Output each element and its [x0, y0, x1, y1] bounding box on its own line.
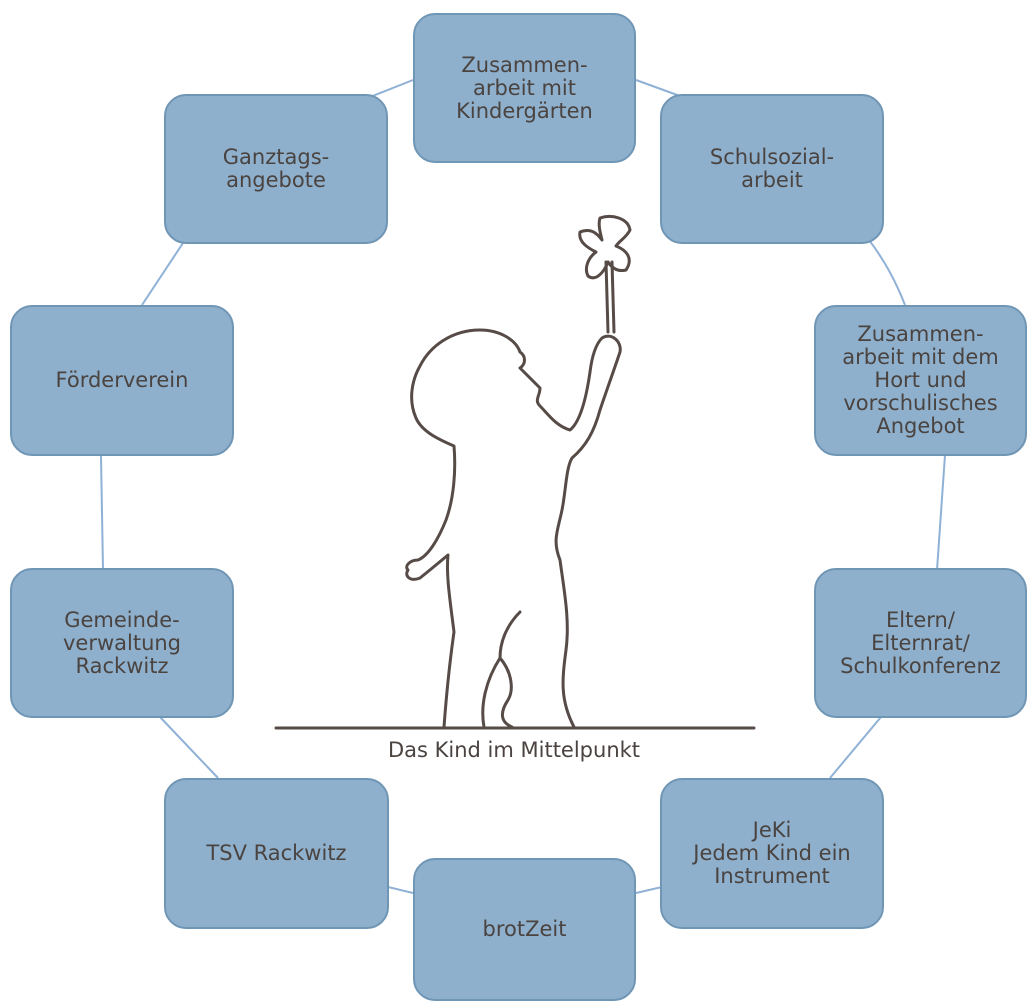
node-hort-label: Zusammen- arbeit mit dem Hort und vorsch… — [842, 322, 999, 438]
center-caption: Das Kind im Mittelpunkt — [387, 738, 641, 762]
node-jeki-label: JeKi Jedem Kind ein Instrument — [693, 818, 851, 888]
node-hort: Zusammen- arbeit mit dem Hort und vorsch… — [814, 305, 1027, 456]
child-with-pinwheel-illustration — [274, 215, 756, 730]
node-foerderverein: Förderverein — [10, 305, 234, 456]
node-brotzeit-label: brotZeit — [482, 917, 567, 941]
node-schulsozialarbeit-label: Schulsozial- arbeit — [709, 145, 835, 192]
node-brotzeit: brotZeit — [413, 858, 636, 1001]
node-gemeinde: Gemeinde- verwaltung Rackwitz — [10, 568, 234, 718]
node-tsv: TSV Rackwitz — [164, 778, 389, 929]
node-eltern-label: Eltern/ Elternrat/ Schulkonferenz — [840, 607, 1001, 678]
node-jeki: JeKi Jedem Kind ein Instrument — [660, 778, 884, 929]
node-kindergarten-label: Zusammen- arbeit mit Kindergärten — [456, 52, 593, 123]
node-tsv-label: TSV Rackwitz — [206, 841, 347, 865]
node-eltern: Eltern/ Elternrat/ Schulkonferenz — [814, 568, 1027, 718]
node-ganztag-label: Ganztags- angebote — [222, 145, 330, 192]
node-kindergarten: Zusammen- arbeit mit Kindergärten — [413, 13, 636, 163]
node-foerderverein-label: Förderverein — [55, 368, 189, 392]
node-gemeinde-label: Gemeinde- verwaltung Rackwitz — [62, 607, 182, 678]
node-ganztag: Ganztags- angebote — [164, 94, 388, 244]
node-schulsozialarbeit: Schulsozial- arbeit — [660, 94, 884, 244]
